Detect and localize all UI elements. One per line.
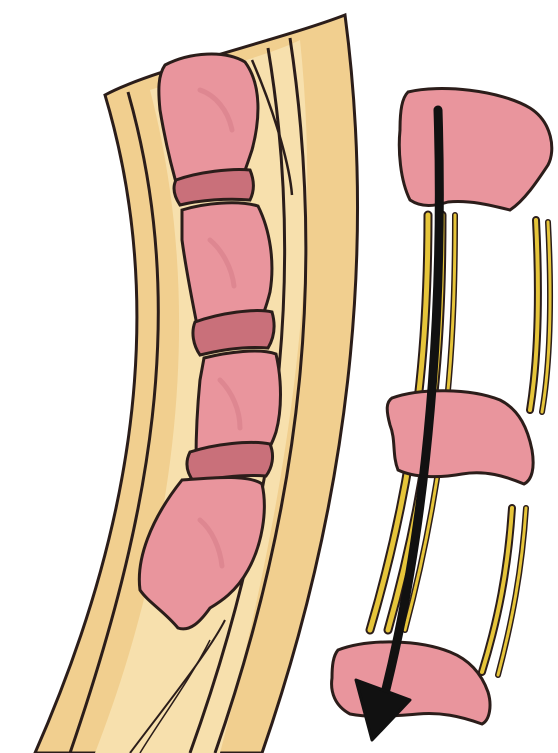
disc-2 <box>193 311 274 355</box>
spinous-process-top <box>399 89 551 210</box>
spinous-process-middle <box>387 391 533 484</box>
